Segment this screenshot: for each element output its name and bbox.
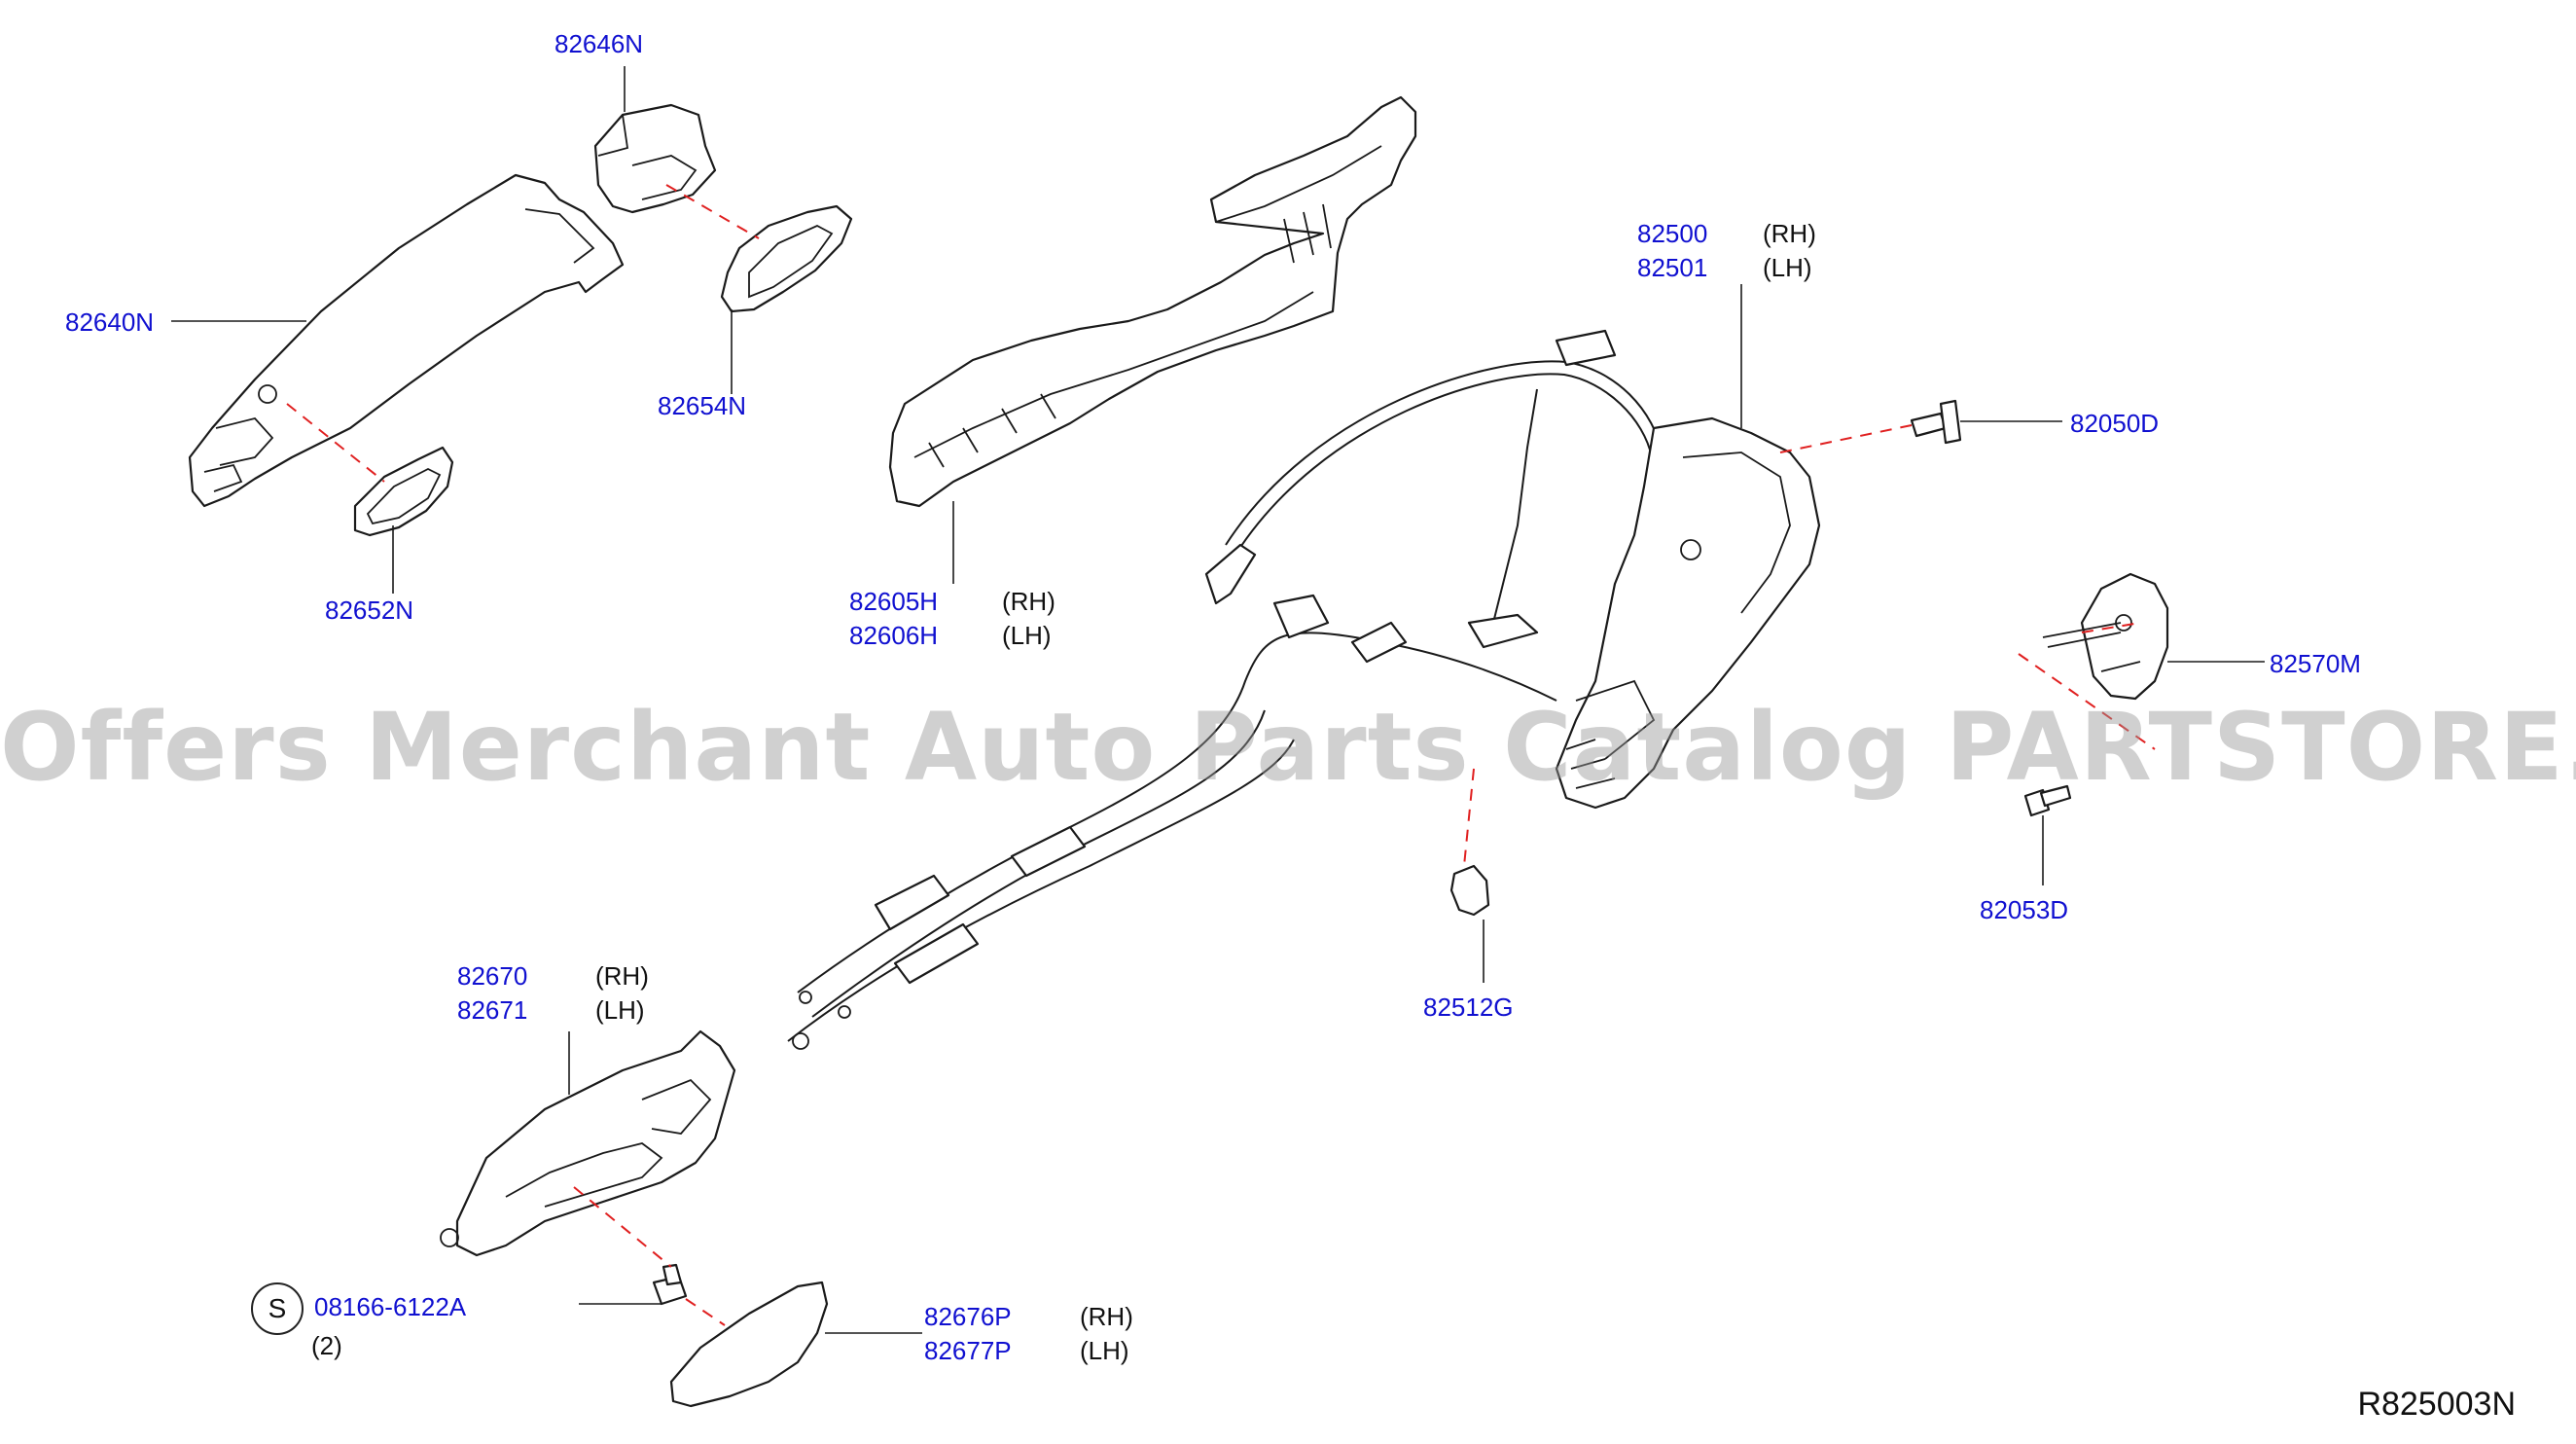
standard-part-symbol: S [251,1282,304,1335]
side-rh-82676P: (RH) [1080,1302,1133,1331]
handle-cap-82646N[interactable] [593,103,717,214]
part-number-82570M[interactable]: 82570M [2270,649,2361,678]
outer-handle-82640N[interactable] [188,173,625,508]
gasket-82654N[interactable] [720,204,853,313]
side-rh-82605H: (RH) [1002,587,1055,616]
side-rh-82500: (RH) [1763,219,1816,248]
bolt-82053D[interactable] [2023,784,2072,817]
side-lh-82606H: (LH) [1002,621,1052,650]
watermark: Offers Merchant Auto Parts Catalog PARTS… [0,693,2576,802]
side-lh-82501: (LH) [1763,253,1812,282]
clip-82512G[interactable] [1449,864,1490,917]
quantity-note: (2) [311,1331,342,1360]
door-lock-actuator-82500[interactable] [1555,416,1821,810]
alignment-lines [286,184,2156,1326]
part-number-82654N[interactable]: 82654N [658,391,747,420]
leader-lines [171,66,2265,1334]
frame-bracket-82605H[interactable] [888,95,1417,508]
part-number-82605H[interactable]: 82605H [849,587,939,616]
part-number-82500[interactable]: 82500 [1637,219,1708,248]
side-lh-82677P: (LH) [1080,1336,1129,1365]
part-number-08166-6122A[interactable]: 08166-6122A [314,1292,467,1321]
inside-handle-82670[interactable] [440,1029,736,1257]
part-number-82053D[interactable]: 82053D [1980,895,2069,924]
part-number-82670[interactable]: 82670 [457,961,528,991]
side-rh-82670: (RH) [595,961,649,991]
escutcheon-82676P[interactable] [669,1281,829,1408]
part-number-82677P[interactable]: 82677P [924,1336,1012,1365]
part-number-82676P[interactable]: 82676P [924,1302,1012,1331]
bolt-82050D[interactable] [1910,399,1962,445]
part-number-82501[interactable]: 82501 [1637,253,1708,282]
part-number-82652N[interactable]: 82652N [325,596,414,625]
diagram-reference: R825003N [2357,1386,2516,1423]
part-number-82640N[interactable]: 82640N [65,307,155,337]
part-number-82512G[interactable]: 82512G [1423,993,1514,1022]
part-number-82646N[interactable]: 82646N [555,29,644,58]
lock-cables [787,329,1666,1050]
gasket-82652N[interactable] [353,446,454,537]
part-number-82606H[interactable]: 82606H [849,621,939,650]
part-number-82050D[interactable]: 82050D [2070,409,2160,438]
screw-08166-6122A[interactable] [652,1263,688,1306]
side-lh-82671: (LH) [595,995,645,1025]
part-number-82671[interactable]: 82671 [457,995,528,1025]
striker-82570M[interactable] [2042,572,2169,701]
